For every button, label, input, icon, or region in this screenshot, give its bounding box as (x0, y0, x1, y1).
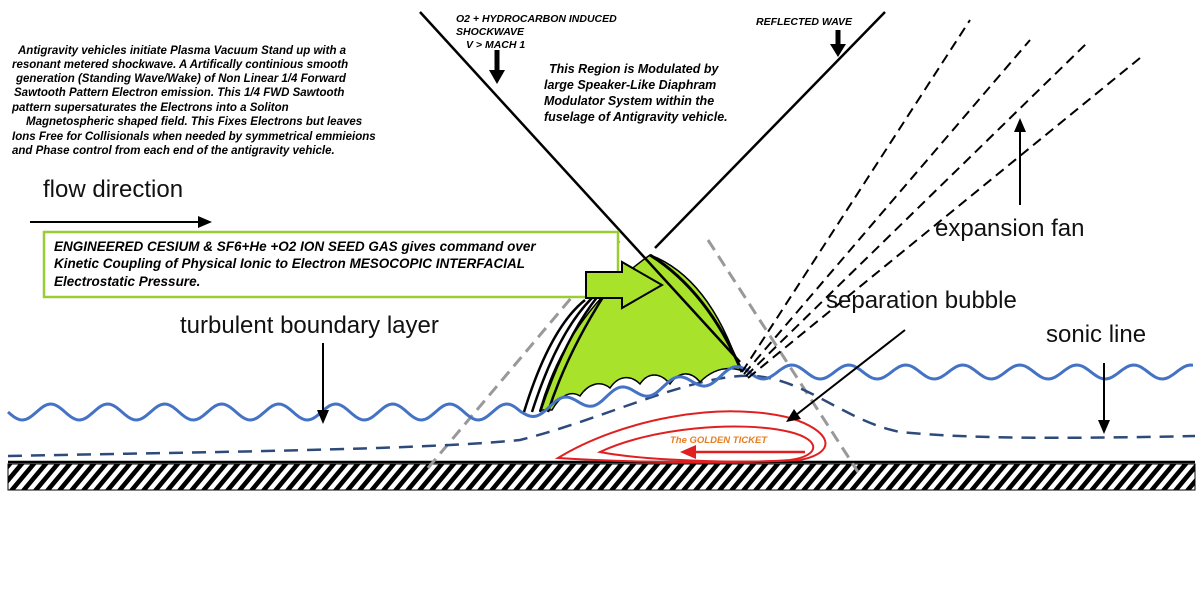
bubble-arrow-shaft (795, 329, 906, 416)
shockwave-label-line-2: SHOCKWAVE (456, 26, 525, 38)
callout-box (42, 230, 620, 299)
sonic-arrow-head (1098, 420, 1110, 434)
description-paragraph: Antigravity vehicles initiate Plasma Vac… (11, 45, 376, 157)
bubble-outer (554, 410, 827, 464)
compression-line-1 (522, 299, 586, 413)
shockwave-label-line-3: V > MACH 1 (466, 39, 525, 51)
expansion-arrow-head (1014, 118, 1026, 132)
shockwave-label: O2 + HYDROCARBON INDUCED SHOCKWAVE V > M… (456, 13, 617, 51)
reflected-shock-line (654, 11, 886, 249)
shockwave-arrow-head (489, 70, 505, 84)
bubble-inner (596, 425, 815, 463)
flow-arrow-head (198, 216, 212, 228)
bubble-arrow-head (786, 409, 801, 422)
expansion-line-3 (745, 41, 1089, 377)
region-note-line-2: large Speaker-Like Diaphram (544, 78, 716, 92)
compression-fan (522, 293, 607, 413)
compression-line-2 (530, 297, 593, 413)
separation-bubble-shape (554, 410, 827, 464)
description-line-7: Ions Free for Collisionals when needed b… (12, 131, 376, 143)
reflected-arrow-head (830, 44, 846, 57)
expansion-fan-label: expansion fan (935, 215, 1084, 242)
sonic-line-label: sonic line (1046, 321, 1146, 348)
separation-bubble-label: separation bubble (826, 287, 1017, 314)
description-line-2: resonant metered shockwave. A Artificall… (12, 59, 348, 71)
callout-line-2: Kinetic Coupling of Physical Ionic to El… (54, 256, 525, 271)
arrows (30, 30, 1110, 434)
golden-ticket-label: The GOLDEN TICKET (670, 435, 768, 446)
compression-line-4 (546, 293, 607, 413)
region-note-line-1: This Region is Modulated by (549, 62, 720, 76)
expansion-line-1 (741, 19, 971, 373)
flow-direction-label: flow direction (43, 176, 183, 203)
description-line-5: pattern supersaturates the Electrons int… (11, 102, 289, 114)
description-line-1: Antigravity vehicles initiate Plasma Vac… (17, 45, 347, 57)
expansion-fan-lines (741, 19, 1141, 379)
reverse-flow-arrowhead (680, 445, 696, 459)
turbulent-boundary-layer-label: turbulent boundary layer (180, 312, 439, 339)
expansion-line-4 (747, 57, 1141, 379)
cone-right-line (706, 239, 860, 473)
callout-line-1: ENGINEERED CESIUM & SF6+He +O2 ION SEED … (54, 239, 536, 254)
turbulent-boundary-layer-wave (7, 363, 1194, 422)
tbl-arrow-head (317, 410, 329, 424)
description-line-4: Sawtooth Pattern Electron emission. This… (14, 87, 344, 99)
wall (7, 460, 1196, 491)
region-note: This Region is Modulated by large Speake… (544, 62, 728, 124)
description-line-6: Magnetospheric shaped field. This Fixes … (26, 116, 362, 128)
green-block-arrow (585, 260, 665, 310)
description-line-3: generation (Standing Wave/Wake) of Non L… (15, 73, 347, 85)
wall-hatched-surface (8, 464, 1195, 490)
region-note-line-3: Modulator System within the (544, 94, 714, 108)
shockwave-label-line-1: O2 + HYDROCARBON INDUCED (456, 13, 617, 25)
incident-shock-line (419, 11, 741, 363)
wall-hatched-border (7, 463, 1196, 491)
expansion-line-2 (743, 39, 1031, 375)
description-line-8: and Phase control from each end of the a… (12, 145, 335, 157)
callout-line-3: Electrostatic Pressure. (54, 274, 200, 289)
sonic-line-curve (7, 374, 1196, 458)
compression-line-3 (538, 295, 599, 413)
region-note-line-4: fuselage of Antigravity vehicle. (544, 110, 728, 124)
reflected-wave-label: REFLECTED WAVE (756, 16, 853, 28)
